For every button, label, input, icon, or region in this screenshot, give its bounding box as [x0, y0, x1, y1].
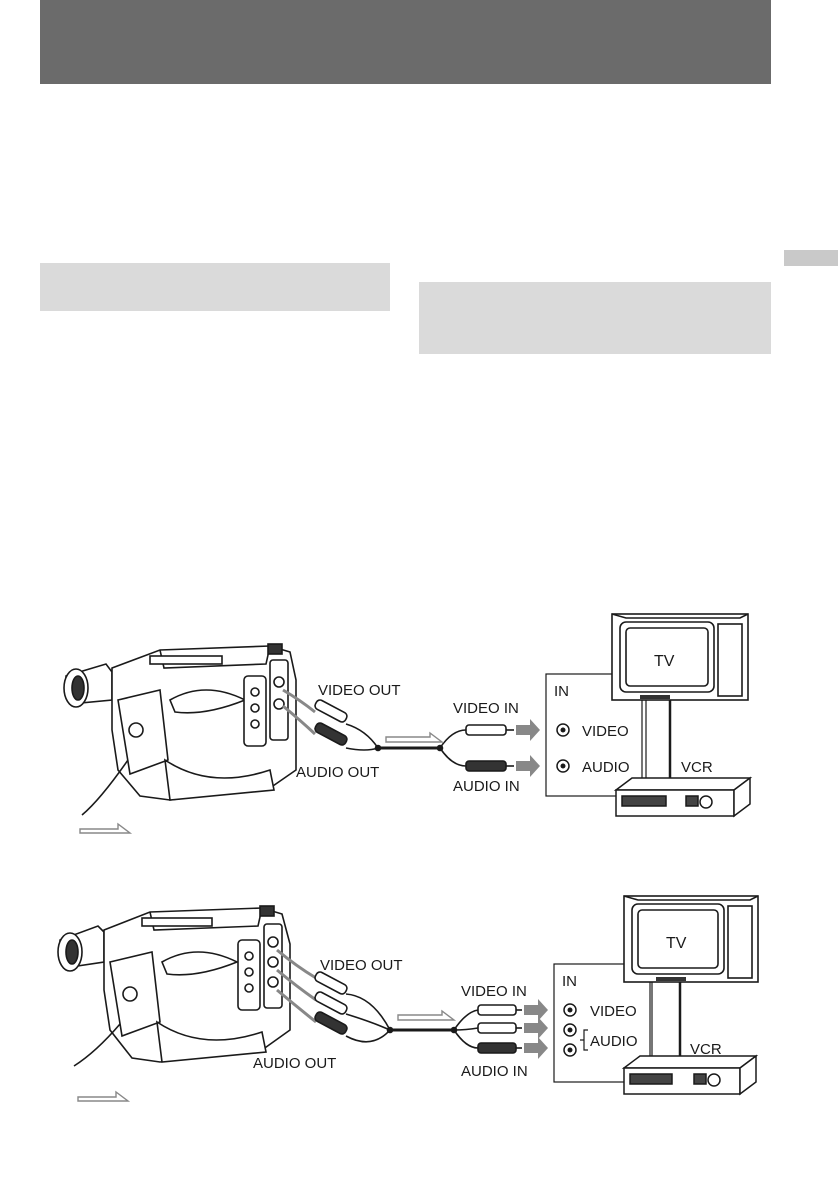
video-out-label: VIDEO OUT: [320, 957, 403, 974]
tv-illustration: [611, 613, 749, 701]
audio-out-label: AUDIO OUT: [296, 764, 379, 781]
signal-flow-arrow: [397, 1009, 457, 1021]
legend-arrow: [79, 822, 133, 834]
plug-arrow: [524, 999, 548, 1021]
plug-arrow: [524, 1037, 548, 1059]
tv-illustration: [623, 895, 759, 983]
audio-bracket: [580, 1029, 588, 1051]
heading-box-left: [40, 263, 390, 311]
video-in-label: VIDEO IN: [453, 700, 519, 717]
connection-diagram-2: VIDEO OUT AUDIO OUT VIDEO IN AUDIO IN IN…: [57, 895, 759, 1102]
output-cable: [276, 948, 522, 1054]
heading-box-right: [419, 282, 771, 354]
vcr-label: VCR: [690, 1041, 722, 1058]
section-tab: [784, 250, 838, 266]
video-jack-label: VIDEO: [582, 723, 629, 740]
in-panel-label: IN: [554, 683, 569, 700]
in-panel-label: IN: [562, 973, 577, 990]
camcorder-illustration: [63, 643, 297, 816]
audio-jack-label: AUDIO: [590, 1033, 638, 1050]
tv-label: TV: [666, 935, 687, 952]
camcorder-illustration: [57, 905, 291, 1067]
plug-arrow: [524, 1017, 548, 1039]
audio-in-label: AUDIO IN: [453, 778, 520, 795]
audio-out-label: AUDIO OUT: [253, 1055, 336, 1072]
output-cable: [282, 688, 514, 772]
signal-flow-arrow: [385, 731, 445, 743]
audio-in-label: AUDIO IN: [461, 1063, 528, 1080]
video-out-label: VIDEO OUT: [318, 682, 401, 699]
plug-arrow: [516, 719, 540, 741]
title-bar: [40, 0, 771, 84]
video-jack-label: VIDEO: [590, 1003, 637, 1020]
vcr-illustration: [613, 776, 753, 818]
video-in-label: VIDEO IN: [461, 983, 527, 1000]
tv-label: TV: [654, 653, 675, 670]
vcr-illustration: [621, 1054, 759, 1096]
connection-diagram-1: VIDEO OUT AUDIO OUT VIDEO IN AUDIO IN IN…: [63, 613, 753, 834]
legend-arrow: [77, 1090, 131, 1102]
audio-jack-label: AUDIO: [582, 759, 630, 776]
plug-arrow: [516, 755, 540, 777]
vcr-label: VCR: [681, 759, 713, 776]
